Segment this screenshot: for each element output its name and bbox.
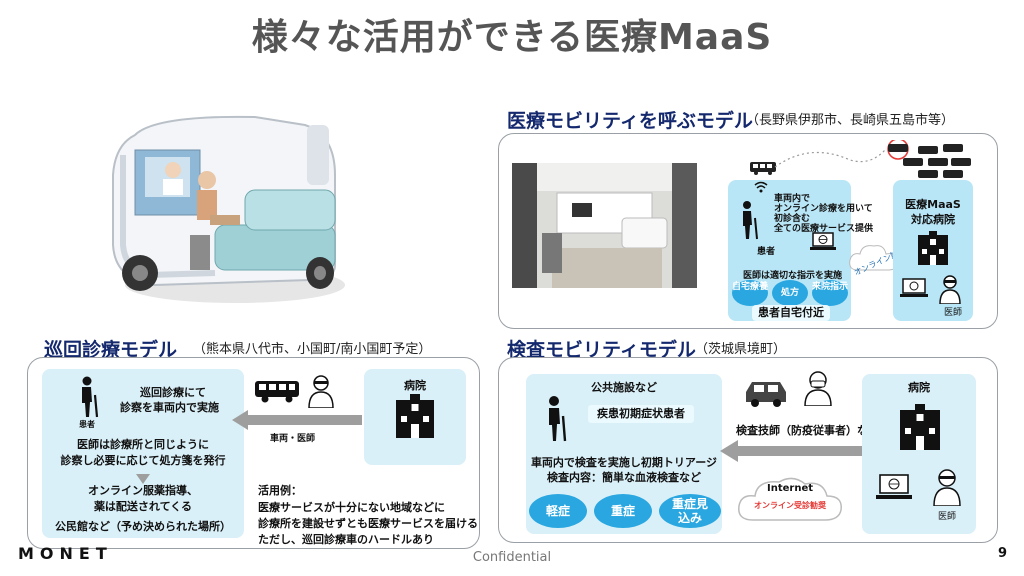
circle-prescription-label: 処方 bbox=[780, 288, 799, 298]
tour-line4: 診察し必要に応じて処方箋を発行 bbox=[60, 454, 226, 467]
section-title-tour-model: 巡回診療モデル bbox=[44, 339, 178, 361]
arrow-label-vehicle-doctor: 車両・医師 bbox=[270, 434, 316, 444]
test-desc-2: 検査内容：簡単な血液検査など bbox=[547, 471, 701, 484]
page-title: 様々な活用ができる医療MaaS bbox=[251, 17, 773, 58]
doctor-icon-3 bbox=[932, 468, 962, 510]
doctor-icon bbox=[938, 274, 962, 308]
vehicle-illustration bbox=[95, 95, 355, 310]
tour-line5: オンライン服薬指導、 bbox=[88, 484, 198, 497]
tour-line7: 公民館など（予め決められた場所） bbox=[55, 520, 231, 533]
bus-icon bbox=[255, 379, 299, 407]
hospital-building-icon bbox=[918, 231, 948, 269]
section-subtitle-test-model: （茨城県境町） bbox=[695, 342, 787, 357]
section-subtitle-tour-model: （熊本県八代市、小国町/南小国町予定） bbox=[193, 342, 432, 357]
panel-text-2: オンライン診療を用いて bbox=[774, 204, 873, 214]
patient-label: 患者 bbox=[757, 247, 776, 257]
test-desc-1: 車両内で検査を実施し初期トリアージ bbox=[530, 456, 718, 469]
online-referral-label: オンライン受診勧奨 bbox=[754, 501, 826, 510]
panel-text-3: 初診含む bbox=[774, 214, 811, 224]
doctor-icon-2 bbox=[307, 374, 335, 412]
oval-mild: 軽症 bbox=[529, 494, 587, 528]
doctor-label-top: 医師 bbox=[944, 308, 963, 318]
example-title: 活用例： bbox=[258, 484, 302, 497]
example-line2: 診療所を建設せずとも医療サービスを届ける bbox=[258, 517, 478, 530]
section-title-call-model: 医療モビリティを呼ぶモデル bbox=[507, 110, 753, 132]
section-title-test-model: 検査モビリティモデル bbox=[507, 339, 696, 361]
route-dotted-line bbox=[770, 142, 890, 176]
tour-line6: 薬は配送されてくる bbox=[93, 500, 193, 513]
internet-cloud-icon bbox=[735, 472, 845, 534]
oval-severe-expected-label: 重症見込み bbox=[671, 497, 708, 525]
circle-home-care-label: 自宅療養 bbox=[732, 282, 769, 292]
section-subtitle-call-model: （長野県伊那市、長崎県五島市等） bbox=[746, 113, 955, 128]
oval-mild-label: 軽症 bbox=[545, 504, 570, 518]
hospital-building-icon-2 bbox=[396, 394, 434, 442]
left-arrow-tour bbox=[232, 410, 362, 434]
hospital-title-2: 対応病院 bbox=[911, 213, 955, 226]
example-line1: 医療サービスが十分にない地域などに bbox=[258, 501, 445, 514]
down-arrow-1 bbox=[136, 469, 150, 488]
elder-patient-icon-2 bbox=[74, 376, 104, 422]
bus-icon-small bbox=[750, 160, 776, 179]
hospital-label-2: 病院 bbox=[404, 379, 426, 392]
patient-home-pill: 患者自宅付近 bbox=[752, 305, 830, 321]
wifi-icon bbox=[754, 178, 768, 197]
oval-severe-label: 重症 bbox=[610, 504, 635, 518]
bus-fleet-icon bbox=[883, 138, 973, 186]
laptop-icon-doctor bbox=[900, 278, 928, 304]
monet-logo: MONET bbox=[18, 544, 113, 563]
elder-patient-icon-3 bbox=[540, 396, 572, 446]
tour-line3: 医師は診療所と同じように bbox=[77, 438, 209, 451]
hospital-title-1: 医療MaaS bbox=[905, 198, 961, 211]
elder-patient-icon bbox=[735, 200, 763, 244]
vehicle-interior-photo bbox=[512, 163, 697, 288]
community-panel bbox=[42, 369, 244, 538]
laptop-icon-3 bbox=[876, 474, 912, 506]
hospital-panel-3 bbox=[862, 374, 976, 534]
patient-label-2: 患者 bbox=[79, 420, 95, 429]
panel-text-1: 車両内で bbox=[774, 194, 811, 204]
circle-prescription: 処方 bbox=[772, 280, 808, 306]
panel-text-4: 全ての医療サービス提供 bbox=[774, 224, 874, 234]
page-number: 9 bbox=[998, 546, 1008, 561]
internet-label: Internet bbox=[766, 483, 813, 494]
left-arrow-test bbox=[720, 440, 862, 466]
facility-label: 公共施設など bbox=[591, 381, 657, 394]
technician-icon bbox=[803, 370, 833, 410]
oval-severe: 重症 bbox=[594, 494, 652, 528]
hospital-building-icon-3 bbox=[900, 404, 940, 454]
patient-type-pill: 疾患初期症状患者 bbox=[588, 405, 694, 423]
tour-line2: 診察を車両内で実施 bbox=[120, 401, 219, 414]
doctor-label-bottom: 医師 bbox=[938, 512, 957, 522]
oval-severe-expected: 重症見込み bbox=[659, 494, 721, 528]
confidential-label: Confidential bbox=[472, 550, 552, 565]
circle-visit-instruction: 来院指示 bbox=[812, 280, 848, 306]
hospital-label-3: 病院 bbox=[908, 381, 930, 394]
circle-visit-instruction-label: 来院指示 bbox=[812, 282, 849, 292]
instruction-text: 医師は適切な指示を実施 bbox=[743, 271, 843, 281]
laptop-icon-patient bbox=[810, 232, 836, 256]
car-icon bbox=[744, 378, 788, 412]
technician-label: 検査技師（防疫従事者）など bbox=[736, 424, 879, 437]
example-line3: ただし、巡回診療車のハードルあり bbox=[258, 533, 434, 546]
tour-line1: 巡回診療にて bbox=[140, 386, 206, 399]
circle-home-care: 自宅療養 bbox=[732, 280, 768, 306]
